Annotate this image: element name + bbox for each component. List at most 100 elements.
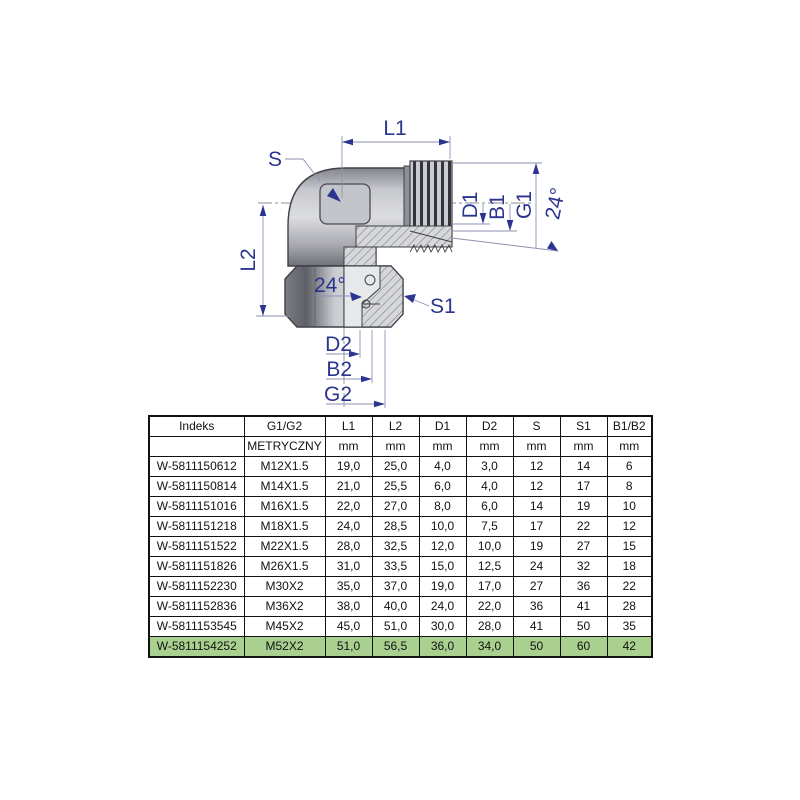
table-cell: 24,0 <box>418 596 467 617</box>
table-cell: 28,5 <box>371 516 420 537</box>
table-cell: W-5811150612 <box>148 456 245 477</box>
table-cell: 10,0 <box>418 516 467 537</box>
table-cell: 17,0 <box>465 576 514 597</box>
table-cell: W-5811150814 <box>148 476 245 497</box>
table-cell: 24,0 <box>324 516 373 537</box>
table-cell: 12,5 <box>465 556 514 577</box>
dim-label-cone-angle-inner: 24° <box>314 274 346 297</box>
table-cell: 4,0 <box>418 456 467 477</box>
header-row: Indeks G1/G2 L1 L2 D1 D2 S S1 B1/B2 <box>148 415 653 437</box>
technical-drawing: L1 L2 S D1 B1 G1 24° 24° S1 <box>237 117 570 408</box>
table-cell: 6,0 <box>418 476 467 497</box>
table-cell: 56,5 <box>371 636 420 658</box>
table-cell: 28,0 <box>324 536 373 557</box>
table-cell: W-5811152230 <box>148 576 245 597</box>
col-header-s1: S1 <box>559 415 608 437</box>
table-cell: 34,0 <box>465 636 514 658</box>
col-header-l1: L1 <box>324 415 373 437</box>
dim-label-b1: B1 <box>486 194 509 220</box>
table-cell: 51,0 <box>324 636 373 658</box>
table-cell: 15 <box>606 536 653 557</box>
table-cell: 3,0 <box>465 456 514 477</box>
dim-cone-inner: 24° <box>314 274 362 301</box>
table-cell: M22X1.5 <box>243 536 326 557</box>
units-cell: mm <box>371 436 420 457</box>
table-cell: 28 <box>606 596 653 617</box>
oring-detail <box>364 274 376 286</box>
table-cell: M36X2 <box>243 596 326 617</box>
table-cell: 41 <box>512 616 561 637</box>
dim-label-cone-angle-right: 24° <box>541 186 570 222</box>
units-cell: mm <box>418 436 467 457</box>
dim-label-d1: D1 <box>459 192 482 219</box>
table-cell: 12 <box>512 456 561 477</box>
dim-label-s: S <box>268 148 282 171</box>
col-header-s: S <box>512 415 561 437</box>
table-cell: 38,0 <box>324 596 373 617</box>
table-cell: M12X1.5 <box>243 456 326 477</box>
dim-label-l2: L2 <box>237 248 260 271</box>
dim-label-s1: S1 <box>430 295 456 318</box>
col-header-d1: D1 <box>418 415 467 437</box>
units-cell: mm <box>324 436 373 457</box>
table-cell: W-5811154252 <box>148 636 245 658</box>
table-cell: M18X1.5 <box>243 516 326 537</box>
table-cell: 45,0 <box>324 616 373 637</box>
dim-right-group: D1 B1 G1 24° <box>459 163 570 251</box>
table-cell: 22,0 <box>324 496 373 517</box>
table-cell: 50 <box>559 616 608 637</box>
s-pointer-arrow <box>327 188 341 202</box>
table-cell: 36 <box>559 576 608 597</box>
table-cell: 41 <box>559 596 608 617</box>
spec-table: Indeks G1/G2 L1 L2 D1 D2 S S1 B1/B2 METR… <box>148 415 653 658</box>
table-cell: 51,0 <box>371 616 420 637</box>
table-cell: 32,5 <box>371 536 420 557</box>
table-cell: M16X1.5 <box>243 496 326 517</box>
table-cell: W-5811153545 <box>148 616 245 637</box>
units-cell: mm <box>559 436 608 457</box>
table-cell: 30,0 <box>418 616 467 637</box>
table-cell: 27 <box>559 536 608 557</box>
col-header-l2: L2 <box>371 415 420 437</box>
swivel-nut <box>284 265 404 328</box>
table-cell: 40,0 <box>371 596 420 617</box>
table-cell: 60 <box>559 636 608 658</box>
table-cell: M45X2 <box>243 616 326 637</box>
section-hatching <box>343 225 453 268</box>
dim-label-l1: L1 <box>383 117 406 140</box>
dim-label-g2: G2 <box>324 383 352 406</box>
table-cell: 19,0 <box>324 456 373 477</box>
table-cell: 12 <box>606 516 653 537</box>
table-cell: M52X2 <box>243 636 326 658</box>
units-cell: mm <box>512 436 561 457</box>
table-cell: W-5811151826 <box>148 556 245 577</box>
col-header-d2: D2 <box>465 415 514 437</box>
table-cell: 15,0 <box>418 556 467 577</box>
table-cell: 6 <box>606 456 653 477</box>
table-cell: 27 <box>512 576 561 597</box>
table-cell: 14 <box>512 496 561 517</box>
table-cell: 35,0 <box>324 576 373 597</box>
male-tip-threads <box>409 243 453 254</box>
units-cell: mm <box>465 436 514 457</box>
table-cell: 6,0 <box>465 496 514 517</box>
table-cell: 25,5 <box>371 476 420 497</box>
table-cell: M26X1.5 <box>243 556 326 577</box>
table-cell: 19 <box>512 536 561 557</box>
units-cell: mm <box>606 436 653 457</box>
dim-label-g1: G1 <box>513 191 536 219</box>
spec-table-container: Indeks G1/G2 L1 L2 D1 D2 S S1 B1/B2 METR… <box>148 415 653 658</box>
table-cell: 22 <box>559 516 608 537</box>
table-cell: 12,0 <box>418 536 467 557</box>
table-cell: 14 <box>559 456 608 477</box>
extension-lines <box>256 136 559 408</box>
table-cell: 17 <box>512 516 561 537</box>
dim-s1: S1 <box>404 294 456 318</box>
dim-bottom-group: D2 B2 G2 <box>324 333 385 408</box>
